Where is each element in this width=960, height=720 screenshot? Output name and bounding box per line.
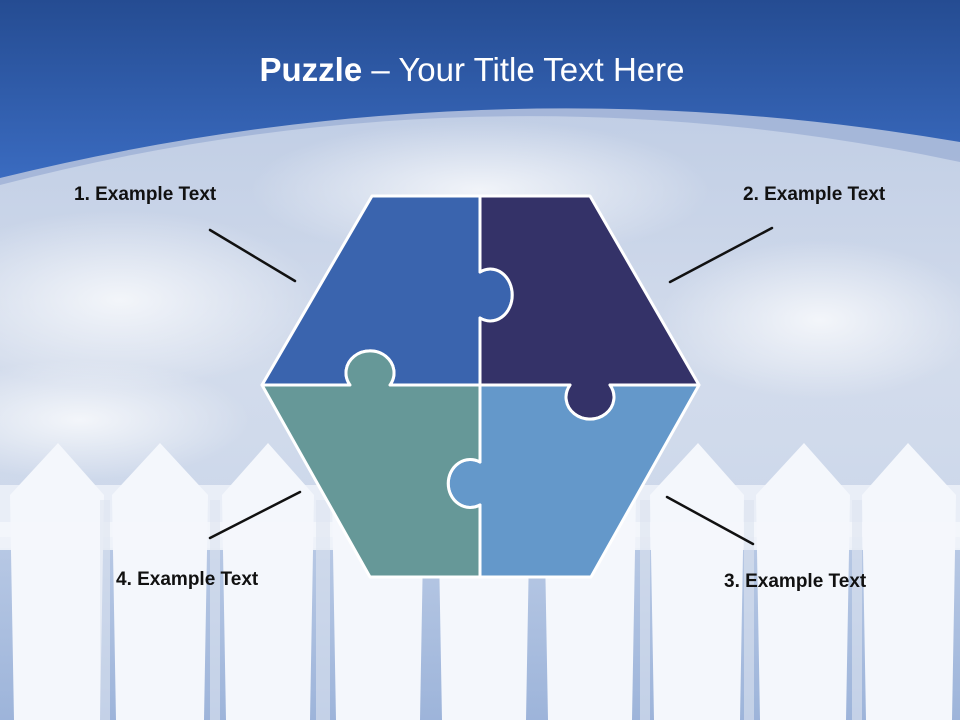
- piece-label-2: 2. Example Text: [743, 184, 886, 205]
- leader-line-1: [208, 228, 297, 283]
- piece-label-4: 4. Example Text: [116, 569, 259, 590]
- leader-line-3: [665, 495, 755, 546]
- header-band: [0, 0, 960, 178]
- cloud: [0, 210, 320, 390]
- piece-label-3: 3. Example Text: [724, 571, 867, 592]
- leader-line-2: [668, 226, 774, 284]
- puzzle-piece-4[interactable]: [260, 349, 482, 579]
- leader-line-4: [208, 490, 302, 540]
- cloud: [660, 240, 960, 400]
- title-bold: Puzzle: [259, 51, 363, 88]
- leader-lines: [208, 226, 774, 546]
- puzzle-diagram: [260, 194, 701, 579]
- title-rest: – Your Title Text Here: [371, 51, 685, 88]
- slide-title: Puzzle – Your Title Text Here: [0, 48, 944, 92]
- piece-label-1: 1. Example Text: [74, 184, 217, 205]
